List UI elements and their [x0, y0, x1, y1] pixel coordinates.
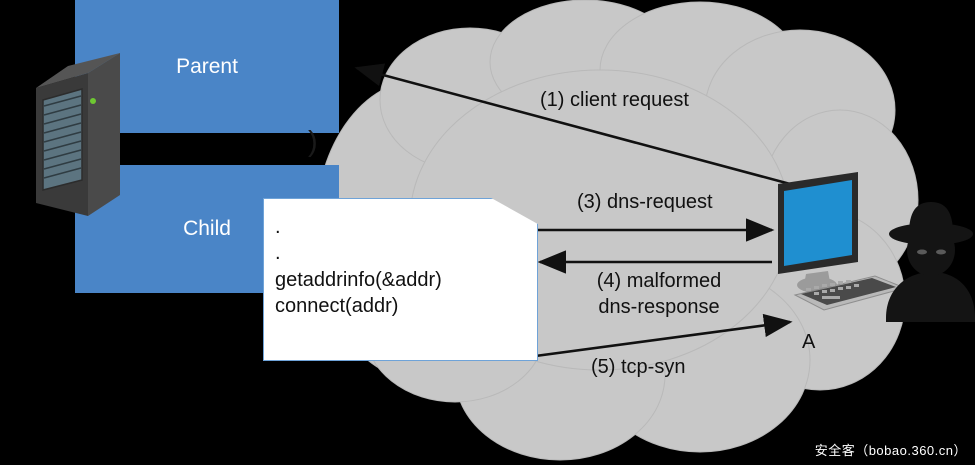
parent-process-label: Parent [176, 54, 238, 78]
server-led-icon [90, 98, 96, 104]
code-callout-text: . . getaddrinfo(&addr) connect(addr) [275, 216, 442, 318]
monitor-screen [784, 180, 852, 266]
attacker-label: A [802, 331, 816, 353]
arrow-label-malformed-dns-response: (4) malformed dns-response [596, 270, 722, 318]
arrow-client-request [354, 63, 821, 194]
arrow-label-client-request: (1) client request [540, 89, 689, 111]
arrow-tcp-syn [527, 313, 793, 359]
fork-paren-glyph: ) [308, 126, 318, 158]
watermark: 安全客（bobao.360.cn） [814, 443, 967, 458]
arrow-label-tcp-syn: (5) tcp-syn [591, 356, 686, 378]
code-callout-box [263, 198, 538, 361]
redaction-band [108, 133, 311, 165]
arrow-label-dns-request: (3) dns-request [577, 191, 713, 213]
child-process-label: Child [183, 217, 231, 240]
